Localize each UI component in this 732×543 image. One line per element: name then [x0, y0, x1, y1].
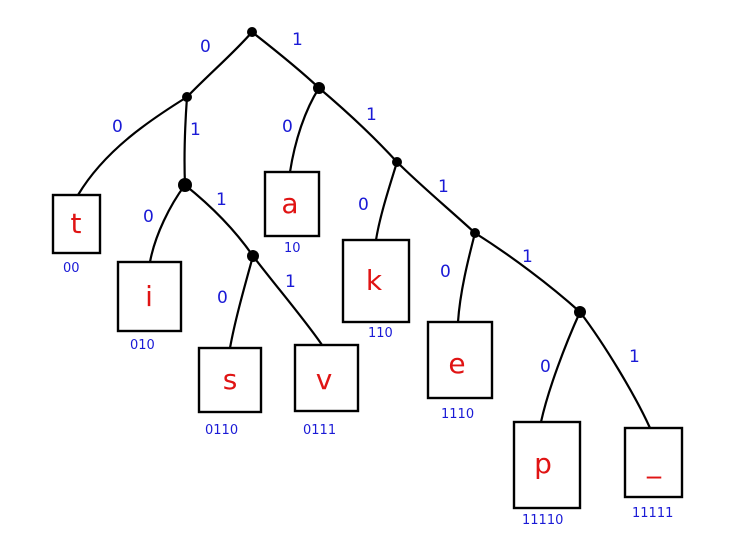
node-011: [247, 250, 259, 262]
leaf-code: 010: [130, 338, 155, 353]
leaf-symbol: t: [71, 207, 82, 240]
leaf-code: 11111: [632, 506, 673, 521]
node-11: [392, 157, 402, 167]
leaf-k: k 110: [341, 238, 411, 341]
leaf-s: s 0110: [197, 346, 263, 438]
leaf-symbol: v: [316, 363, 333, 396]
leaf-symbol: a: [281, 187, 298, 220]
edge-label: 0: [440, 262, 451, 282]
edge-n6-e: [456, 231, 477, 324]
node-root: [247, 27, 257, 37]
leaf-code: 11110: [522, 513, 563, 528]
leaf-symbol: e: [448, 347, 465, 380]
leaf-box: [512, 420, 582, 510]
leaf-box: [116, 260, 183, 333]
edge-n2-n4: [317, 86, 399, 164]
leaf-code: 1110: [441, 407, 474, 422]
leaf-box: [293, 343, 360, 413]
edge-label: 1: [522, 247, 533, 267]
edge-n3-i: [148, 183, 187, 264]
leaf-code: 110: [368, 326, 393, 341]
edge-label: 1: [438, 177, 449, 197]
leaf-symbol: _: [646, 446, 662, 479]
leaf-symbol: p: [534, 447, 552, 480]
edge-n7-underscore: [578, 310, 652, 430]
edge-n3-n5: [183, 183, 255, 258]
edge-label: 1: [366, 105, 377, 125]
leaf-i: i 010: [116, 260, 183, 353]
leaf-code: 10: [284, 241, 301, 256]
node-01: [178, 178, 192, 192]
node-1: [313, 82, 325, 94]
leaf-v: v 0111: [293, 343, 360, 438]
edge-label: 0: [282, 117, 293, 137]
edge-label: 0: [540, 357, 551, 377]
edge-label: 1: [190, 120, 201, 140]
leaf-p: p 11110: [512, 420, 582, 528]
leaf-box: [341, 238, 411, 324]
leaf-box: [263, 170, 321, 238]
edge-label: 0: [217, 288, 228, 308]
edge-n1-t: [76, 95, 189, 197]
edge-n2-a: [288, 86, 321, 174]
edge-label: 1: [629, 347, 640, 367]
edge-n5-s: [228, 254, 255, 350]
leaf-code: 00: [63, 261, 80, 276]
edge-n5-v: [251, 254, 324, 347]
edge-label: 0: [358, 195, 369, 215]
leaf-box: [51, 193, 102, 255]
node-0: [182, 92, 192, 102]
leaf-underscore: _ 11111: [623, 426, 684, 521]
leaf-t: t 00: [51, 193, 102, 276]
edge-label: 1: [216, 190, 227, 210]
edge-label: 1: [292, 30, 303, 50]
edge-label: 0: [200, 37, 211, 57]
leaf-box: [197, 346, 263, 414]
edge-root-n2: [250, 30, 321, 90]
edge-label: 0: [143, 207, 154, 227]
leaf-code: 0110: [205, 423, 238, 438]
leaf-a: a 10: [263, 170, 321, 256]
tree-edges: [76, 30, 652, 430]
internal-nodes: [178, 27, 586, 318]
leaf-symbol: i: [145, 280, 153, 313]
leaf-box: [426, 320, 494, 400]
node-1111: [574, 306, 586, 318]
leaf-e: e 1110: [426, 320, 494, 422]
edge-n4-k: [374, 160, 399, 242]
edge-root-n1: [185, 30, 254, 99]
edge-n7-p: [539, 310, 582, 424]
leaf-box: [623, 426, 684, 499]
leaf-symbol: s: [223, 363, 238, 396]
leaf-symbol: k: [366, 264, 383, 297]
edge-labels: 0 1 0 1 0 1 0 1 0 1 0 1 0 1 0 1: [112, 30, 640, 377]
leaf-code: 0111: [303, 423, 336, 438]
edge-n4-n6: [395, 160, 477, 235]
edge-n1-n3: [183, 95, 189, 187]
node-111: [470, 228, 480, 238]
edge-label: 0: [112, 117, 123, 137]
edge-label: 1: [285, 272, 296, 292]
edge-n6-n7: [473, 231, 582, 314]
